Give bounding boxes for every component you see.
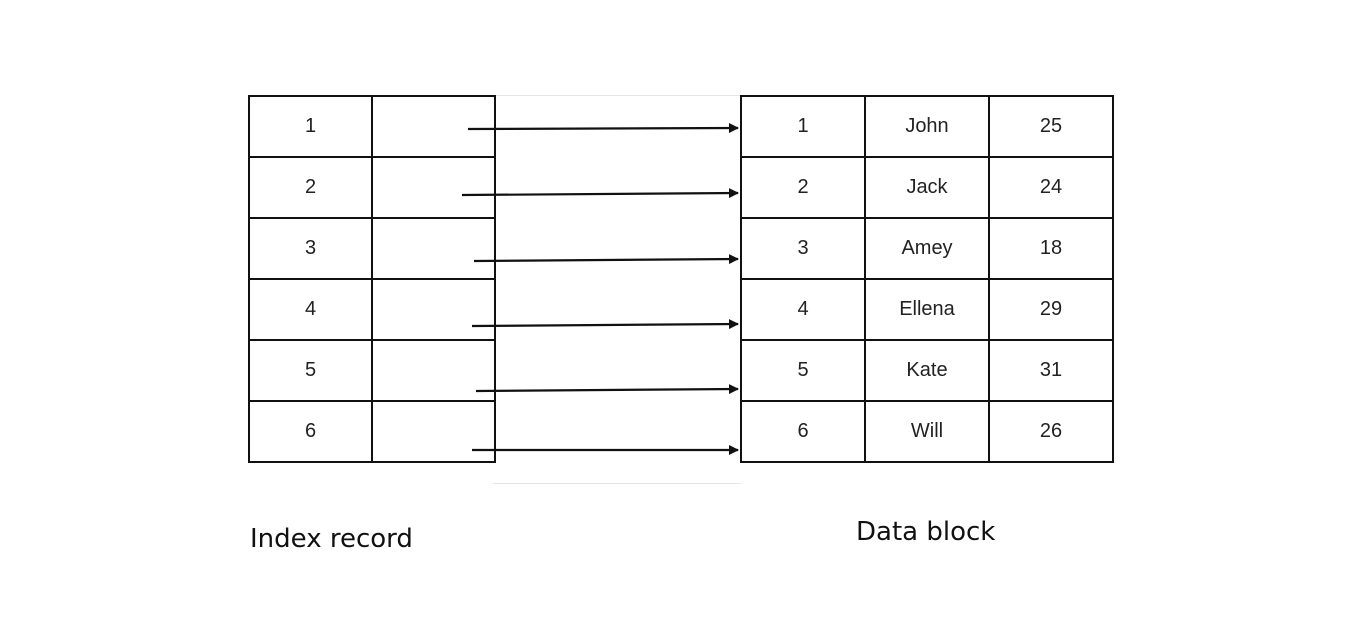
data-age-cell: 24 bbox=[988, 156, 1114, 219]
index-key-cell: 5 bbox=[248, 339, 373, 402]
pointer-gap-area bbox=[493, 95, 741, 484]
data-age-cell: 26 bbox=[988, 400, 1114, 463]
index-key-cell: 1 bbox=[248, 95, 373, 158]
data-id-cell: 3 bbox=[740, 217, 866, 280]
data-name-cell: Ellena bbox=[864, 278, 990, 341]
index-row: 6 bbox=[248, 400, 496, 463]
index-pointer-cell bbox=[371, 156, 496, 219]
data-age-cell: 31 bbox=[988, 339, 1114, 402]
data-age-cell: 29 bbox=[988, 278, 1114, 341]
data-name-cell: Kate bbox=[864, 339, 990, 402]
index-pointer-cell bbox=[371, 217, 496, 280]
index-record-caption: Index record bbox=[250, 524, 413, 554]
data-row: 4 Ellena 29 bbox=[740, 278, 1114, 341]
index-pointer-cell bbox=[371, 400, 496, 463]
data-row: 1 John 25 bbox=[740, 95, 1114, 158]
index-row: 1 bbox=[248, 95, 496, 158]
index-key-cell: 6 bbox=[248, 400, 373, 463]
data-id-cell: 5 bbox=[740, 339, 866, 402]
data-row: 6 Will 26 bbox=[740, 400, 1114, 463]
data-block-caption: Data block bbox=[856, 517, 996, 547]
data-age-cell: 25 bbox=[988, 95, 1114, 158]
index-row: 4 bbox=[248, 278, 496, 341]
data-name-cell: Jack bbox=[864, 156, 990, 219]
index-row: 2 bbox=[248, 156, 496, 219]
data-row: 3 Amey 18 bbox=[740, 217, 1114, 280]
index-key-cell: 2 bbox=[248, 156, 373, 219]
data-id-cell: 2 bbox=[740, 156, 866, 219]
data-row: 2 Jack 24 bbox=[740, 156, 1114, 219]
data-row: 5 Kate 31 bbox=[740, 339, 1114, 402]
index-record-table: 1 2 3 4 5 6 bbox=[248, 95, 496, 463]
index-pointer-cell bbox=[371, 278, 496, 341]
data-id-cell: 1 bbox=[740, 95, 866, 158]
index-pointer-cell bbox=[371, 339, 496, 402]
data-id-cell: 6 bbox=[740, 400, 866, 463]
data-name-cell: John bbox=[864, 95, 990, 158]
data-block-table: 1 John 25 2 Jack 24 3 Amey 18 4 Ellena 2… bbox=[740, 95, 1114, 463]
index-row: 5 bbox=[248, 339, 496, 402]
index-key-cell: 4 bbox=[248, 278, 373, 341]
index-pointer-cell bbox=[371, 95, 496, 158]
index-key-cell: 3 bbox=[248, 217, 373, 280]
data-id-cell: 4 bbox=[740, 278, 866, 341]
data-name-cell: Will bbox=[864, 400, 990, 463]
index-row: 3 bbox=[248, 217, 496, 280]
data-name-cell: Amey bbox=[864, 217, 990, 280]
data-age-cell: 18 bbox=[988, 217, 1114, 280]
